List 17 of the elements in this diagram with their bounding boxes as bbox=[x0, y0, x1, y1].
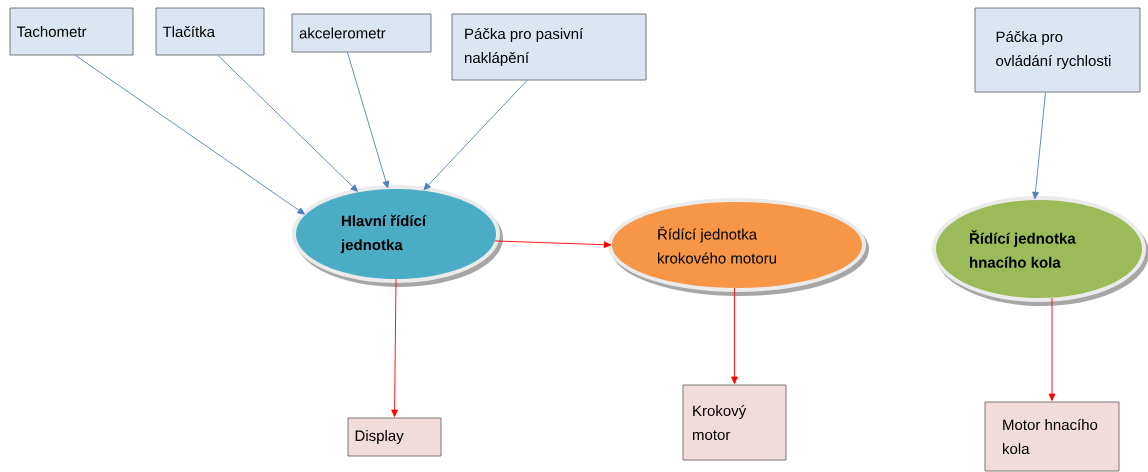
process-box: Krokový motor bbox=[682, 384, 787, 461]
arrow bbox=[217, 54, 358, 192]
process-box: Páčka pro ovládání rychlosti bbox=[974, 7, 1141, 93]
process-box: akcelerometr bbox=[291, 13, 432, 53]
arrow bbox=[731, 287, 738, 384]
arrow bbox=[391, 278, 398, 417]
arrow bbox=[75, 54, 305, 215]
process-box: Tlačítka bbox=[155, 7, 265, 56]
process-box: Páčka pro pasivní naklápění bbox=[451, 13, 647, 81]
process-box: Display bbox=[347, 417, 442, 457]
process-box: Tachometr bbox=[9, 7, 134, 56]
arrow bbox=[494, 240, 612, 249]
arrow bbox=[423, 79, 528, 191]
process-box: Motor hnacího kola bbox=[984, 401, 1120, 472]
arrow bbox=[347, 51, 390, 189]
arrow bbox=[1048, 297, 1056, 401]
arrow bbox=[1032, 91, 1046, 200]
